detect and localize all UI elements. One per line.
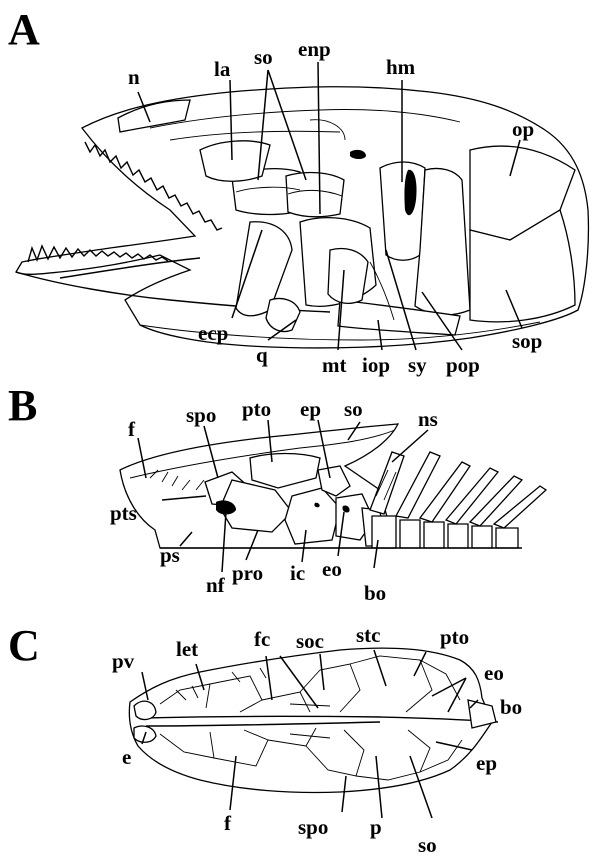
label-ecp: ecp [198,321,228,345]
panel-letter-c: C [8,621,40,670]
label-pts: pts [110,501,137,525]
label-op: op [512,117,534,141]
label-soc: soc [296,629,324,653]
label-hm: hm [386,55,416,79]
label-la: la [214,57,231,81]
panel-b-skull-drawing [120,424,546,548]
label-bo-c: bo [500,695,522,719]
label-eo-b: eo [322,557,342,581]
label-p: p [370,815,382,839]
panel-c-skull-drawing [129,648,498,792]
vertebrae [370,452,546,548]
label-let: let [176,637,198,661]
label-fc: fc [254,627,270,651]
label-q: q [256,343,268,367]
label-sy: sy [408,353,427,377]
label-ep: ep [300,397,321,421]
label-e: e [122,745,131,769]
label-ep-c: ep [476,751,497,775]
label-nf: nf [206,573,226,597]
label-eo-c: eo [484,661,504,685]
label-mt: mt [322,353,347,377]
label-n: n [128,65,140,89]
label-f-c: f [224,811,232,835]
panel-c: C [8,621,522,857]
label-sop: sop [512,329,542,353]
label-pop: pop [446,353,480,377]
label-so: so [254,45,273,69]
label-so-c: so [418,833,437,857]
label-ps: ps [160,543,180,567]
panel-letter-a: A [8,5,40,54]
label-pto-c: pto [440,625,469,649]
label-pto: pto [242,397,271,421]
label-enp: enp [298,37,331,61]
label-iop: iop [362,353,390,377]
label-f: f [128,417,136,441]
label-ns: ns [418,407,438,431]
label-pro: pro [232,561,263,585]
label-so-b: so [344,397,363,421]
panel-letter-b: B [8,381,37,430]
panel-a-skull-drawing [16,87,588,348]
panel-a: A [8,5,588,377]
label-spo-c: spo [298,815,328,839]
label-stc: stc [356,623,381,647]
label-bo-b: bo [364,581,386,605]
panel-b: B [8,381,546,605]
label-pv: pv [112,649,135,673]
label-ic: ic [290,561,305,585]
label-spo: spo [186,403,216,427]
